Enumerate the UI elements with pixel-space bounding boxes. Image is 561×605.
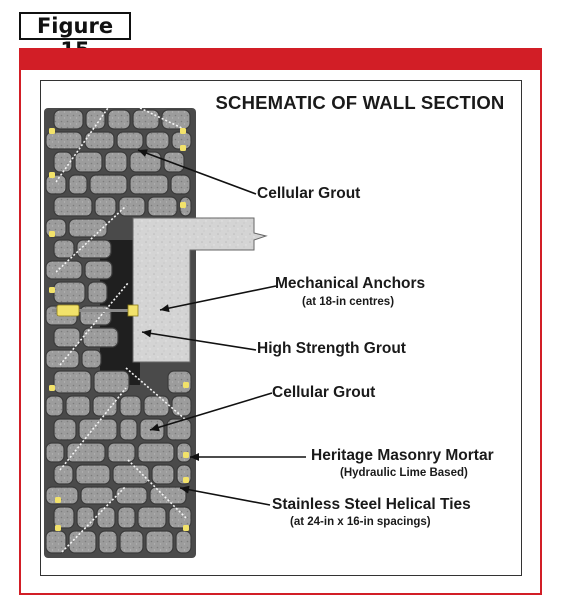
callout-cellular-grout-upper: Cellular Grout bbox=[257, 185, 361, 202]
leader-lines bbox=[137, 149, 306, 506]
helical-ties bbox=[55, 107, 187, 553]
diagram-title: SCHEMATIC OF WALL SECTION bbox=[215, 92, 505, 113]
callout-heritage-masonry-mortar: Heritage Masonry Mortar bbox=[311, 447, 494, 464]
callout-cellular-grout-lower: Cellular Grout bbox=[272, 384, 376, 401]
callout-heritage-masonry-mortar-note: (Hydraulic Lime Based) bbox=[340, 467, 468, 479]
callout-stainless-steel-helical-ties: Stainless Steel Helical Ties bbox=[272, 496, 471, 513]
mechanical-anchor bbox=[52, 304, 139, 317]
red-header-bar bbox=[21, 48, 540, 70]
callout-mechanical-anchors-note: (at 18-in centres) bbox=[302, 296, 395, 308]
tie-ends bbox=[49, 128, 189, 531]
floor-slab bbox=[132, 217, 268, 363]
callout-helical-ties-note: (at 24-in x 16-in spacings) bbox=[290, 516, 431, 528]
callout-high-strength-grout: High Strength Grout bbox=[257, 340, 406, 357]
stone-courses bbox=[45, 109, 192, 554]
callout-mechanical-anchors: Mechanical Anchors bbox=[275, 275, 426, 292]
